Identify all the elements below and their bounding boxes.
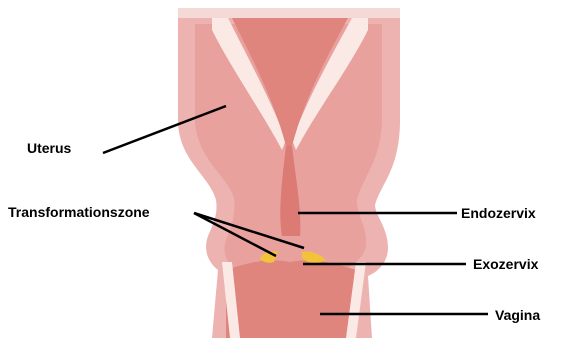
anatomy-illustration (178, 8, 400, 338)
label-uterus: Uterus (27, 140, 72, 156)
vaginal-canal (226, 260, 356, 338)
label-vagina: Vagina (495, 307, 540, 323)
label-transformation-zone: Transformationszone (8, 204, 150, 220)
label-endocervix: Endozervix (461, 205, 536, 221)
label-exocervix: Exozervix (473, 256, 539, 272)
